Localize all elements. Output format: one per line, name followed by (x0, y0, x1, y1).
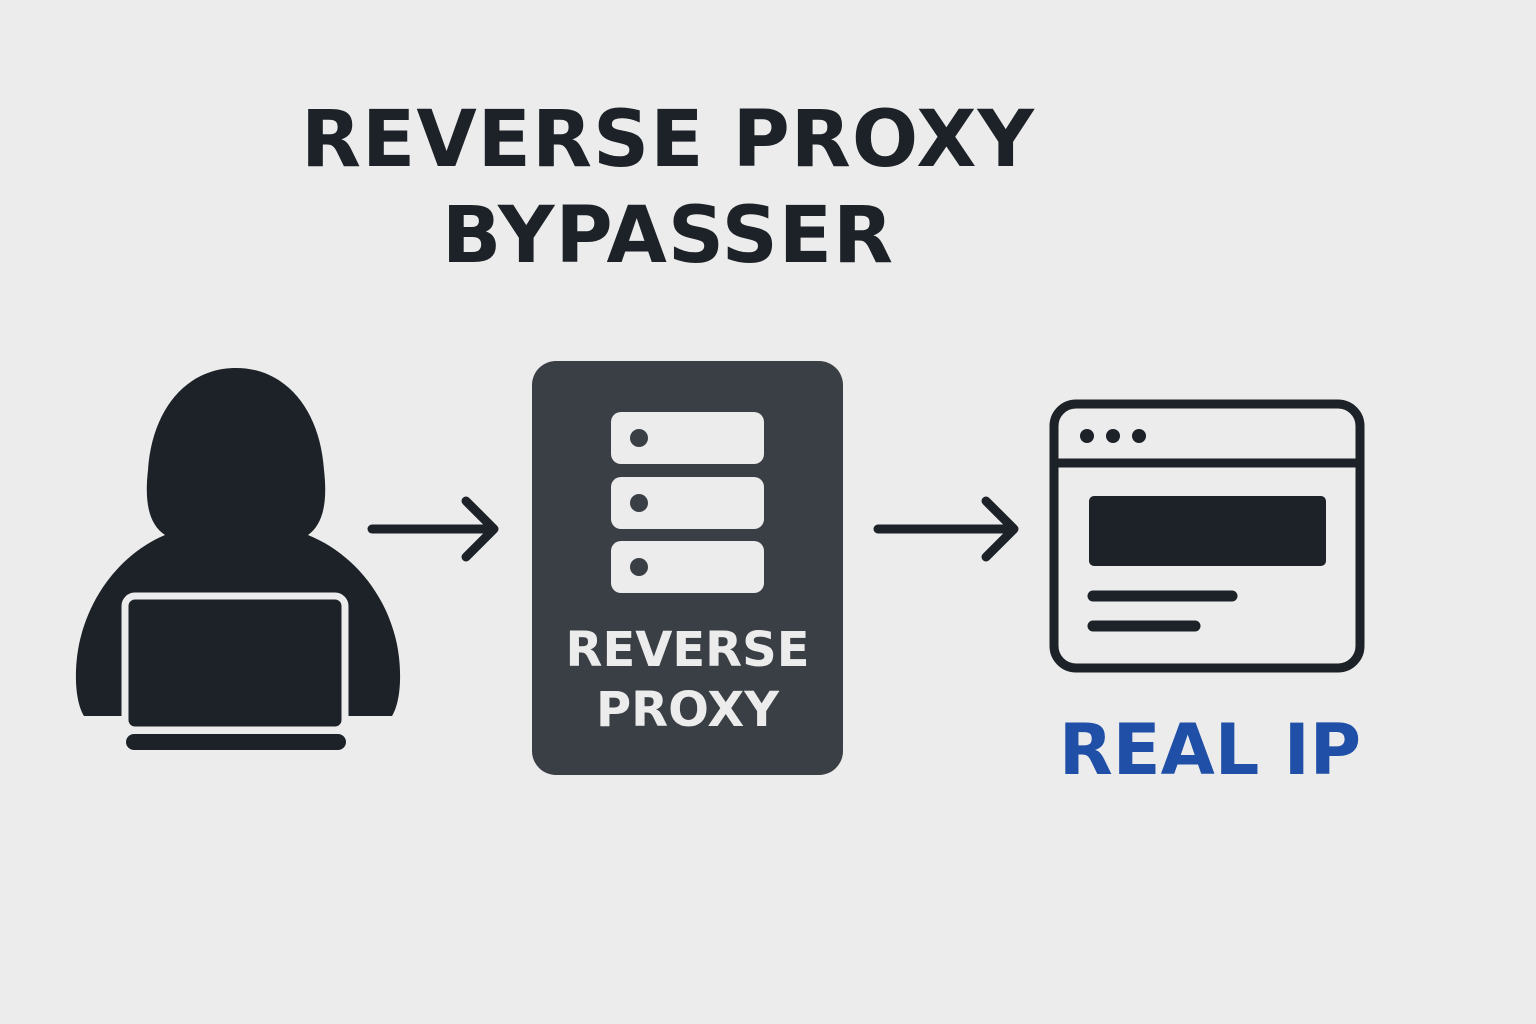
title-line-1: REVERSE PROXY (300, 95, 1036, 185)
hooded-hacker-laptop-icon (75, 368, 401, 750)
real-ip-label: REAL IP (1058, 709, 1362, 791)
window-dot-1 (1080, 429, 1094, 443)
server-stack-icon (611, 412, 764, 593)
proxy-label: REVERSE PROXY (532, 620, 843, 740)
window-dot-3 (1132, 429, 1146, 443)
browser-window-icon (1049, 399, 1365, 673)
proxy-label-line-1: REVERSE (565, 622, 810, 678)
title-line-2: BYPASSER (441, 191, 895, 281)
laptop-screen (121, 592, 349, 734)
diagram-title: REVERSE PROXY BYPASSER (0, 92, 1336, 284)
proxy-label-line-2: PROXY (596, 682, 779, 738)
arrow-to-proxy (367, 496, 499, 562)
reverse-proxy-node (532, 361, 843, 775)
browser-content-block (1089, 496, 1326, 566)
window-dot-2 (1106, 429, 1120, 443)
arrow-to-origin (873, 496, 1019, 562)
laptop-base (126, 734, 346, 750)
